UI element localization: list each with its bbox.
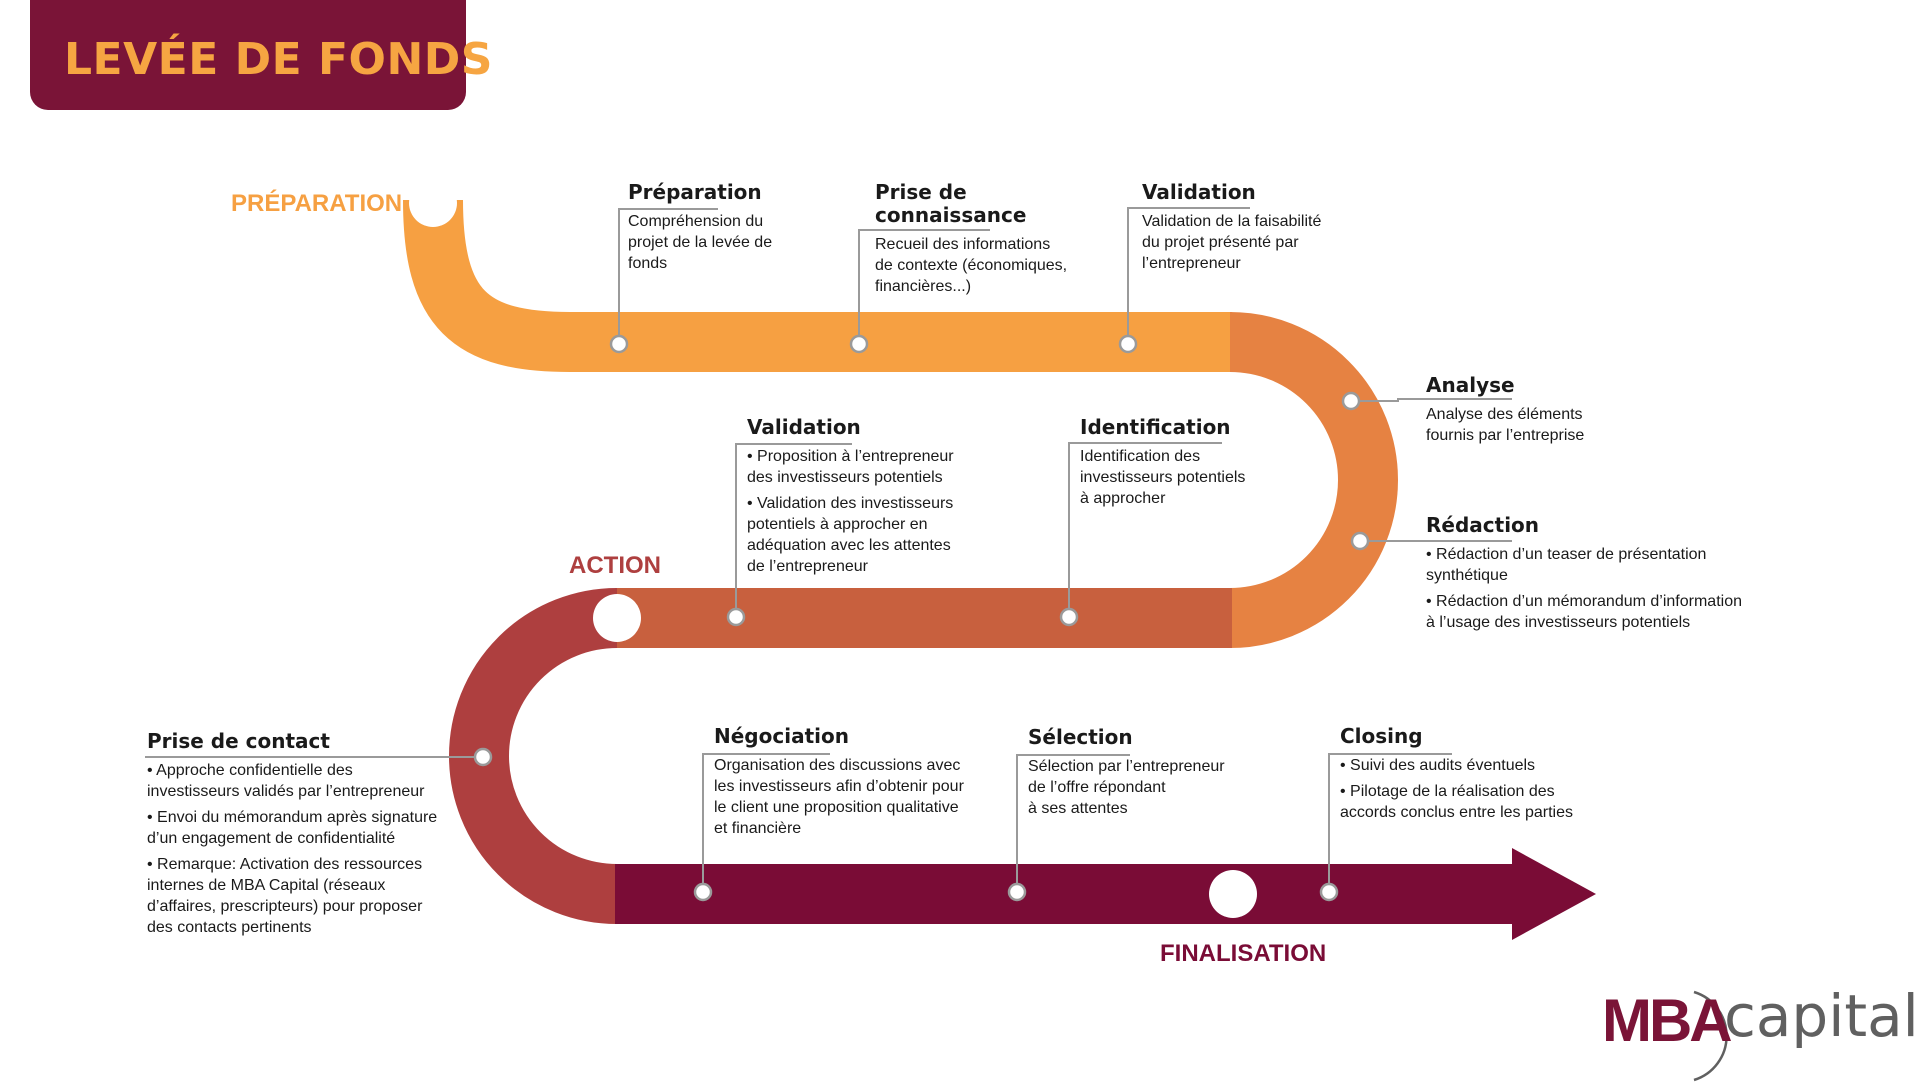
bullet-item: • Validation des investisseurs potentiel… xyxy=(747,495,954,575)
node-closing xyxy=(1319,882,1339,902)
step-title: Prise de connaissance xyxy=(875,180,1027,227)
step-title: Validation xyxy=(1142,180,1256,204)
bullet-item: • Rédaction d’un teaser de présentation … xyxy=(1426,546,1707,584)
node-identification xyxy=(1059,607,1079,627)
phase-label-action: ACTION xyxy=(569,552,661,579)
step-closing: Closing • Suivi des audits éventuels • P… xyxy=(1340,725,1620,828)
step-description: • Proposition à l’entrepreneur des inves… xyxy=(747,446,997,577)
phase-label-preparation: PRÉPARATION xyxy=(231,190,403,217)
node-preparation xyxy=(609,334,629,354)
bullet-item: • Remarque: Activation des ressources in… xyxy=(147,856,423,936)
step-description: Validation de la faisabilité du projet p… xyxy=(1142,213,1322,272)
title-banner: LEVÉE DE FONDS xyxy=(30,0,492,110)
step-description: • Rédaction d’un teaser de présentation … xyxy=(1426,544,1806,633)
phase-label-finalisation: FINALISATION xyxy=(1160,940,1327,967)
bullet-item: • Proposition à l’entrepreneur des inves… xyxy=(747,448,954,486)
step-description: Identification des investisseurs potenti… xyxy=(1080,448,1246,507)
page-title: LEVÉE DE FONDS xyxy=(64,34,493,85)
step-analyse: Analyse Analyse des éléments fournis par… xyxy=(1426,374,1666,446)
mba-capital-logo: MBA capital xyxy=(1596,982,1919,1084)
connector-preparation xyxy=(618,208,718,344)
step-identification: Identification Identification des invest… xyxy=(1080,416,1300,509)
node-negociation xyxy=(693,882,713,902)
step-description: Analyse des éléments fournis par l’entre… xyxy=(1426,406,1585,444)
bullet-item: • Envoi du mémorandum après signature d’… xyxy=(147,809,438,847)
node-redaction xyxy=(1350,531,1370,551)
phase-marker-finalisation xyxy=(1209,870,1257,918)
step-title: Négociation xyxy=(714,724,849,748)
step-title: Prise de contact xyxy=(147,729,330,753)
road-segment-analysis xyxy=(1229,312,1398,648)
node-selection xyxy=(1007,882,1027,902)
step-negociation: Négociation Organisation des discussions… xyxy=(714,725,1014,839)
connector-negociation xyxy=(702,753,830,892)
step-prise-contact: Prise de contact • Approche confidentiel… xyxy=(147,730,487,943)
step-description: Recueil des informations de contexte (éc… xyxy=(875,236,1068,295)
connector-validation-1 xyxy=(1127,207,1250,344)
logo-suffix: capital xyxy=(1724,982,1919,1050)
node-prise-contact xyxy=(473,747,493,767)
step-title: Sélection xyxy=(1028,725,1133,749)
bullet-item: • Suivi des audits éventuels xyxy=(1340,757,1536,774)
bullet-item: • Approche confidentielle des investisse… xyxy=(147,762,425,800)
connector-selection xyxy=(1016,754,1130,892)
step-title: Identification xyxy=(1080,415,1231,439)
road-segment-contact xyxy=(449,588,618,924)
bullet-item: • Pilotage de la réalisation des accords… xyxy=(1340,783,1573,821)
step-description: Sélection par l’entrepreneur de l’offre … xyxy=(1028,758,1225,817)
connector-analyse xyxy=(1351,398,1512,402)
finalisation-arrowhead xyxy=(1512,848,1596,940)
step-title: Validation xyxy=(747,415,861,439)
phase-marker-preparation xyxy=(409,179,457,227)
connector-prise-connaissance xyxy=(858,229,990,344)
connector-closing xyxy=(1328,753,1452,892)
bullet-item: • Rédaction d’un mémorandum d’informatio… xyxy=(1426,593,1742,631)
step-description: Compréhension du projet de la levée de f… xyxy=(628,213,773,272)
step-selection: Sélection Sélection par l’entrepreneur d… xyxy=(1028,726,1288,819)
step-prise-connaissance: Prise de connaissance Recueil des inform… xyxy=(875,181,1105,297)
step-preparation: Préparation Compréhension du projet de l… xyxy=(628,181,818,274)
step-description: Organisation des discussions avec les in… xyxy=(714,757,964,837)
step-description: • Approche confidentielle des investisse… xyxy=(147,760,487,938)
step-title: Rédaction xyxy=(1426,513,1540,537)
step-validation-1: Validation Validation de la faisabilité … xyxy=(1142,181,1362,274)
step-validation-2: Validation • Proposition à l’entrepreneu… xyxy=(747,416,997,582)
step-title: Closing xyxy=(1340,724,1423,748)
connector-identification xyxy=(1068,442,1222,617)
phase-marker-action xyxy=(593,594,641,642)
node-validation-2 xyxy=(726,607,746,627)
logo-arc-icon xyxy=(1693,990,1728,1082)
step-description: • Suivi des audits éventuels • Pilotage … xyxy=(1340,755,1620,823)
node-analyse xyxy=(1341,391,1361,411)
step-redaction: Rédaction • Rédaction d’un teaser de pré… xyxy=(1426,514,1806,638)
connector-validation-2 xyxy=(735,443,852,617)
step-title: Analyse xyxy=(1426,373,1515,397)
logo-brand: MBA xyxy=(1602,987,1733,1054)
node-prise-connaissance xyxy=(849,334,869,354)
road-segment-preparation xyxy=(403,199,1232,372)
node-validation-1 xyxy=(1118,334,1138,354)
step-title: Préparation xyxy=(628,180,762,204)
